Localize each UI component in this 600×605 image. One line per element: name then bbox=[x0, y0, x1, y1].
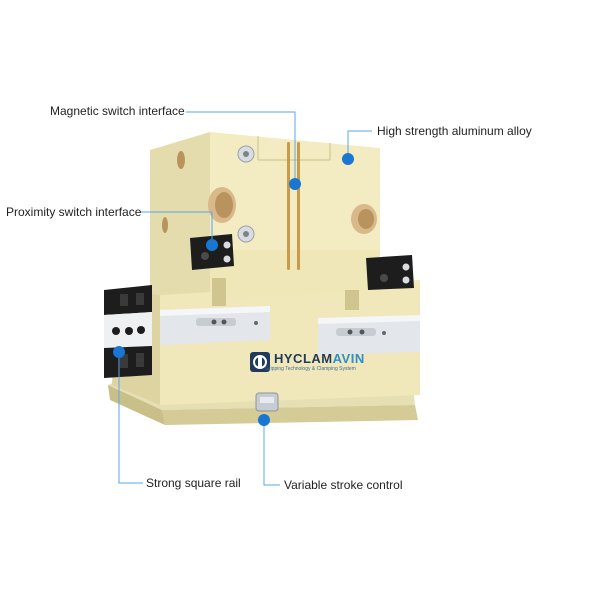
leader-alloy bbox=[347, 130, 372, 159]
callout-magnetic-switch: Magnetic switch interface bbox=[50, 104, 185, 118]
callout-lines bbox=[118, 111, 372, 486]
dot-magnetic bbox=[289, 178, 301, 190]
jaw-rail-left bbox=[160, 306, 270, 345]
brand-name-part2: AVIN bbox=[332, 351, 365, 366]
brand-tagline: Gripping Technology & Clamping System bbox=[265, 366, 356, 372]
magnetic-slots bbox=[287, 142, 300, 270]
proximity-sensor-left bbox=[190, 234, 234, 270]
leader-rail bbox=[118, 352, 143, 484]
proximity-sensor-right bbox=[366, 255, 414, 290]
dot-proximity bbox=[206, 239, 218, 251]
callout-aluminum-alloy: High strength aluminum alloy bbox=[377, 124, 532, 138]
callout-square-rail: Strong square rail bbox=[146, 476, 241, 490]
stroke-knob bbox=[255, 392, 279, 412]
callout-stroke-control: Variable stroke control bbox=[284, 478, 403, 492]
dot-stroke bbox=[258, 414, 270, 426]
square-rail bbox=[104, 285, 152, 378]
brand-name: HYCLAMAVIN bbox=[274, 351, 365, 366]
callout-dots bbox=[113, 153, 354, 426]
callout-proximity-switch: Proximity switch interface bbox=[6, 205, 142, 219]
dot-alloy bbox=[342, 153, 354, 165]
brand-name-part1: HYCLAM bbox=[274, 351, 333, 366]
leader-stroke bbox=[263, 420, 280, 486]
jaw-rail-right bbox=[318, 315, 420, 355]
screws bbox=[237, 145, 255, 243]
dot-rail bbox=[113, 346, 125, 358]
mounting-holes bbox=[118, 151, 377, 305]
leader-proximity bbox=[140, 211, 213, 245]
leader-magnetic bbox=[186, 111, 296, 184]
brand-logo-mark bbox=[250, 352, 270, 372]
